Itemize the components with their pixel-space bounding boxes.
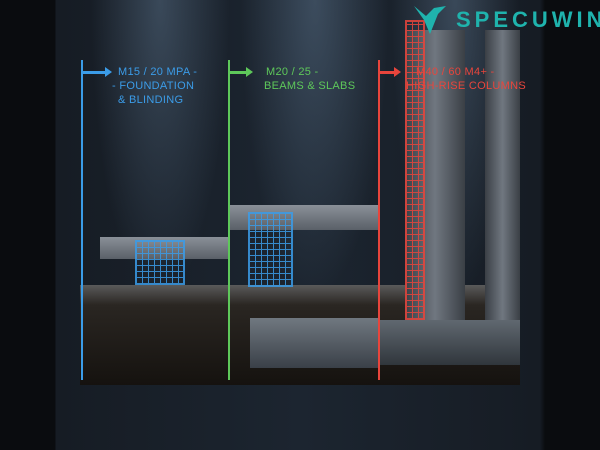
- rebar-cage-red: [405, 20, 425, 320]
- concrete-column: [485, 30, 520, 320]
- grade-label-foundation: M15 / 20 MPA - - FOUNDATION & BLINDING: [112, 65, 197, 107]
- grade-label-columns: M40 / 60 M4+ - HIGH-RISE COLUMNS: [406, 65, 526, 93]
- arrow-right-icon: [229, 67, 253, 77]
- divider-green: [228, 60, 230, 380]
- footing-block: [250, 318, 380, 368]
- grade-use: BEAMS & SLABS: [264, 80, 356, 92]
- grade-title: M40 / 60 M4+ -: [416, 66, 495, 78]
- grade-use: - FOUNDATION: [112, 80, 195, 92]
- grade-title: M15 / 20 MPA -: [118, 66, 198, 78]
- grade-title: M20 / 25 -: [266, 66, 319, 78]
- divider-red: [378, 60, 380, 380]
- divider-blue: [81, 60, 83, 380]
- footing-block: [380, 320, 520, 365]
- bird-logo-icon: [414, 6, 446, 34]
- rebar-cage-blue: [248, 212, 293, 287]
- brand-name: SPECUWIN: [456, 7, 600, 32]
- arrow-right-icon: [82, 67, 112, 77]
- arrow-right-icon: [379, 67, 401, 77]
- grade-use: & BLINDING: [118, 94, 184, 106]
- grade-label-beams: M20 / 25 - BEAMS & SLABS: [264, 65, 355, 93]
- rebar-cage-blue: [135, 240, 185, 285]
- brand-logo: SPECUWIN: [412, 4, 600, 36]
- grade-use: HIGH-RISE COLUMNS: [406, 80, 526, 92]
